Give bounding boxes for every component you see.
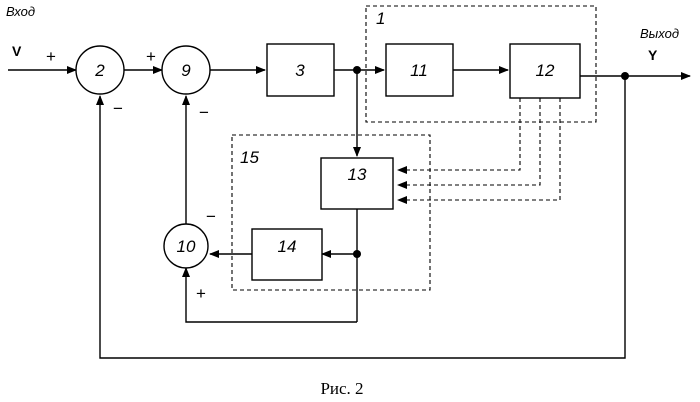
- input-label: Вход: [6, 4, 35, 19]
- block-13-label: 13: [348, 165, 367, 184]
- block-11-label: 11: [410, 61, 428, 80]
- input-var: V: [12, 43, 22, 59]
- sign-j2-minus: −: [113, 99, 123, 118]
- sign-j9-plus: +: [146, 47, 156, 66]
- block-3-label: 3: [295, 61, 305, 80]
- block-12-label: 12: [536, 61, 555, 80]
- sign-j9-minus: −: [199, 103, 209, 122]
- group-15-label: 15: [240, 148, 259, 167]
- branch-dot-b3-out: [353, 66, 361, 74]
- junction-10-label: 10: [177, 237, 196, 256]
- branch-dot-b13-out: [353, 250, 361, 258]
- measure-line-2: [398, 98, 540, 185]
- main-feedback-line: [100, 76, 625, 358]
- junction-9-label: 9: [181, 61, 191, 80]
- branch-dot-output: [621, 72, 629, 80]
- figure-caption: Рис. 2: [320, 379, 363, 398]
- sign-j10-minus: −: [206, 207, 216, 226]
- output-label: Выход: [640, 26, 679, 41]
- block-14-label: 14: [278, 237, 297, 256]
- group-1-label: 1: [376, 9, 385, 28]
- measure-line-1: [398, 98, 520, 170]
- sign-j2-plus: +: [46, 47, 56, 66]
- output-var: Y: [648, 47, 658, 63]
- sign-j10-plus: +: [196, 284, 206, 303]
- junction-2-label: 2: [94, 61, 105, 80]
